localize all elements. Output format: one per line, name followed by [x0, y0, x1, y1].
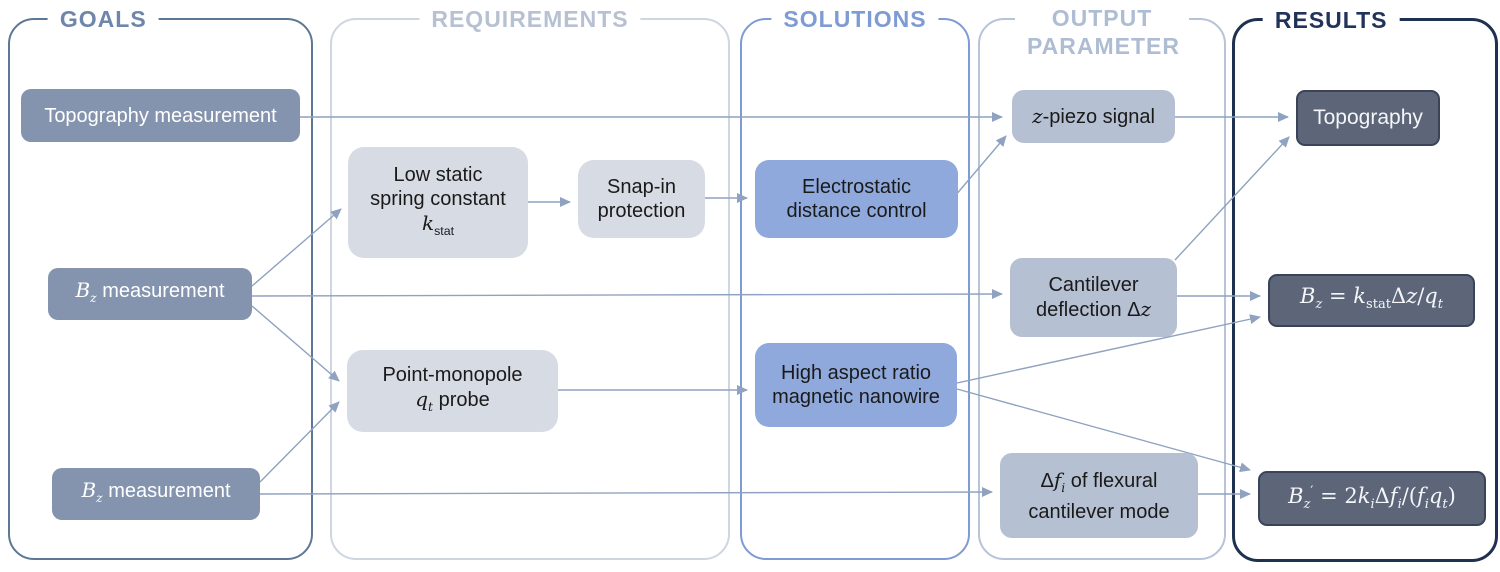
panel-results: RESULTS [1232, 5, 1498, 562]
node-result-bz-prime-formula: Bz′ = 2kiΔfi/(fiqt) [1258, 471, 1486, 526]
panel-title-output-parameter: OUTPUT PARAMETER [1015, 4, 1189, 60]
node-bz-measurement-dynamic: Bz measurement [52, 468, 260, 520]
panel-output-parameter: OUTPUT PARAMETER [978, 4, 1226, 560]
panel-title-solutions: SOLUTIONS [771, 4, 939, 34]
node-z-piezo-signal: z-piezo signal [1012, 90, 1175, 143]
panel-goals: GOALS [8, 4, 313, 560]
node-result-topography: Topography [1296, 90, 1440, 146]
node-result-bz-formula: Bz = kstatΔz/qt [1268, 274, 1475, 327]
panel-title-goals: GOALS [47, 4, 159, 34]
panel-solutions: SOLUTIONS [740, 4, 970, 560]
panel-title-requirements: REQUIREMENTS [419, 4, 641, 34]
node-bz-measurement-static: Bz measurement [48, 268, 252, 320]
panel-requirements: REQUIREMENTS [330, 4, 730, 560]
panel-title-results: RESULTS [1262, 5, 1400, 35]
node-topography-measurement: Topography measurement [21, 89, 300, 142]
